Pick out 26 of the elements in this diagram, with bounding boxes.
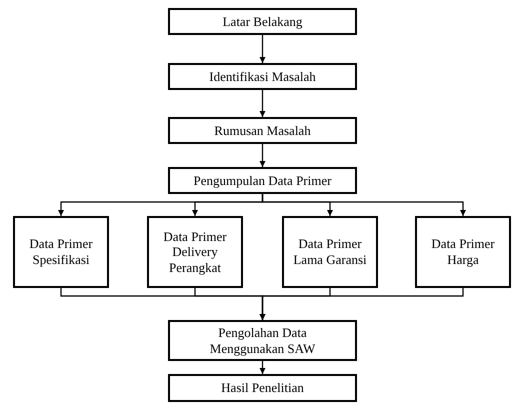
box-label: Data Primer Spesifikasi [28, 236, 94, 268]
process-box [168, 117, 357, 144]
process-box [168, 167, 357, 194]
box-label: Pengolahan Data Menggunakan SAW [208, 324, 316, 356]
arrow [260, 288, 464, 320]
process-box [168, 320, 357, 361]
box-label: Data Primer Delivery Perangkat [162, 228, 228, 276]
process-box [282, 216, 378, 288]
arrow [260, 144, 266, 167]
arrow [260, 90, 266, 117]
arrow [260, 361, 266, 374]
process-box [168, 8, 357, 35]
box-label: Identifikasi Masalah [209, 68, 316, 84]
process-box [415, 216, 511, 288]
box-label: Data Primer Lama Garansi [292, 236, 368, 268]
box-label: Rumusan Masalah [214, 122, 311, 138]
box-label: Data Primer Harga [430, 236, 496, 268]
arrow [262, 194, 466, 216]
process-box [168, 63, 357, 90]
box-label: Pengumpulan Data Primer [194, 172, 332, 188]
box-label: Hasil Penelitian [221, 380, 304, 396]
box-label: Latar Belakang [222, 14, 302, 30]
process-box [13, 216, 109, 288]
process-box [147, 216, 243, 288]
process-box [168, 374, 357, 402]
arrow [260, 35, 266, 63]
